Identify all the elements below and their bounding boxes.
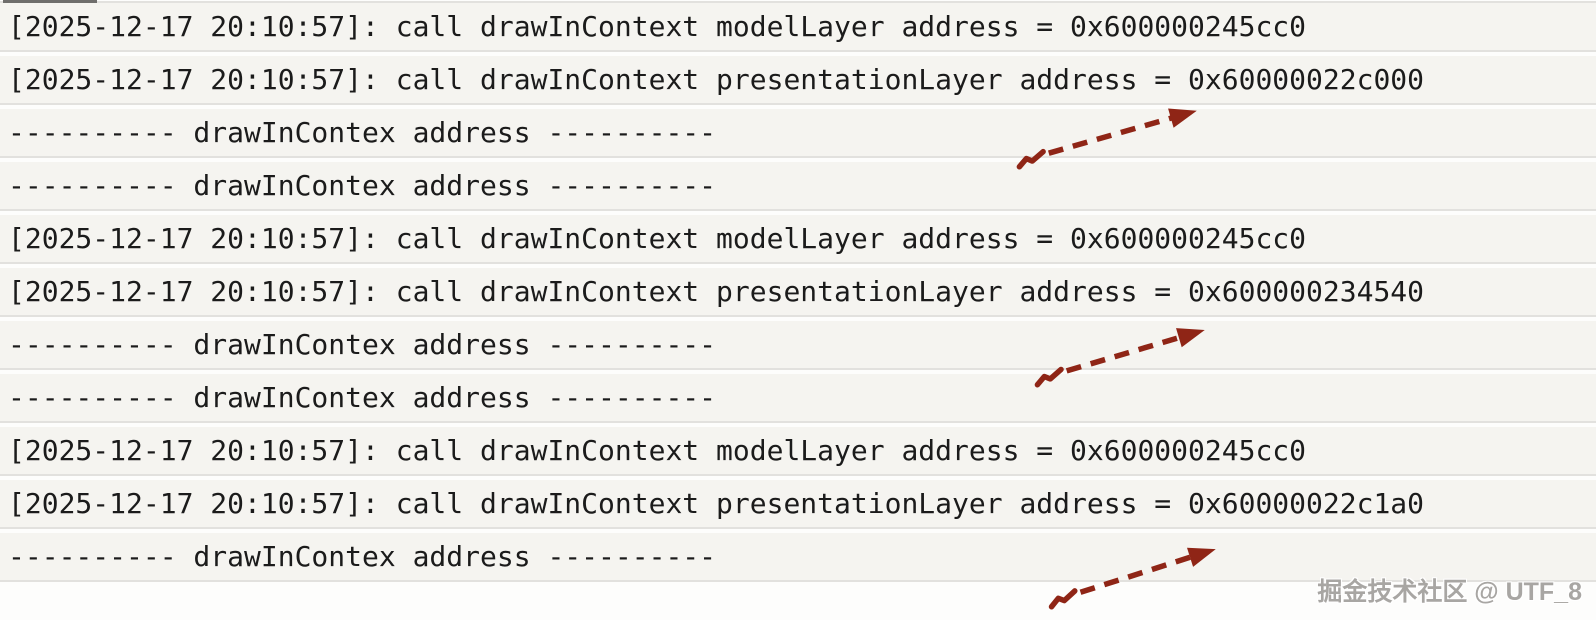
log-text: [2025-12-17 20:10:57]: call drawInContex… [8, 10, 1307, 43]
log-text: [2025-12-17 20:10:57]: call drawInContex… [8, 222, 1307, 255]
log-text: [2025-12-17 20:10:57]: call drawInContex… [8, 434, 1307, 467]
log-text: [2025-12-17 20:10:57]: call drawInContex… [8, 487, 1425, 520]
separator-text: ---------- drawInContex address --------… [8, 540, 717, 573]
separator-text: ---------- drawInContex address --------… [8, 169, 717, 202]
log-row: [2025-12-17 20:10:57]: call drawInContex… [0, 215, 1596, 268]
separator-row: ---------- drawInContex address --------… [0, 533, 1596, 586]
separator-row: ---------- drawInContex address --------… [0, 374, 1596, 427]
log-row: [2025-12-17 20:10:57]: call drawInContex… [0, 56, 1596, 109]
separator-text: ---------- drawInContex address --------… [8, 116, 717, 149]
separator-row: ---------- drawInContex address --------… [0, 162, 1596, 215]
log-row: [2025-12-17 20:10:57]: call drawInContex… [0, 427, 1596, 480]
watermark: 掘金技术社区 @ UTF_8 [1317, 578, 1582, 606]
cutoff-previous-row [0, 0, 1596, 3]
separator-row: ---------- drawInContex address --------… [0, 321, 1596, 374]
separator-text: ---------- drawInContex address --------… [8, 381, 717, 414]
log-row: [2025-12-17 20:10:57]: call drawInContex… [0, 268, 1596, 321]
log-row: [2025-12-17 20:10:57]: call drawInContex… [0, 480, 1596, 533]
log-text: [2025-12-17 20:10:57]: call drawInContex… [8, 275, 1425, 308]
cutoff-text-fragment [3, 0, 97, 3]
log-row: [2025-12-17 20:10:57]: call drawInContex… [0, 3, 1596, 56]
separator-row: ---------- drawInContex address --------… [0, 109, 1596, 162]
separator-text: ---------- drawInContex address --------… [8, 328, 717, 361]
log-text: [2025-12-17 20:10:57]: call drawInContex… [8, 63, 1425, 96]
